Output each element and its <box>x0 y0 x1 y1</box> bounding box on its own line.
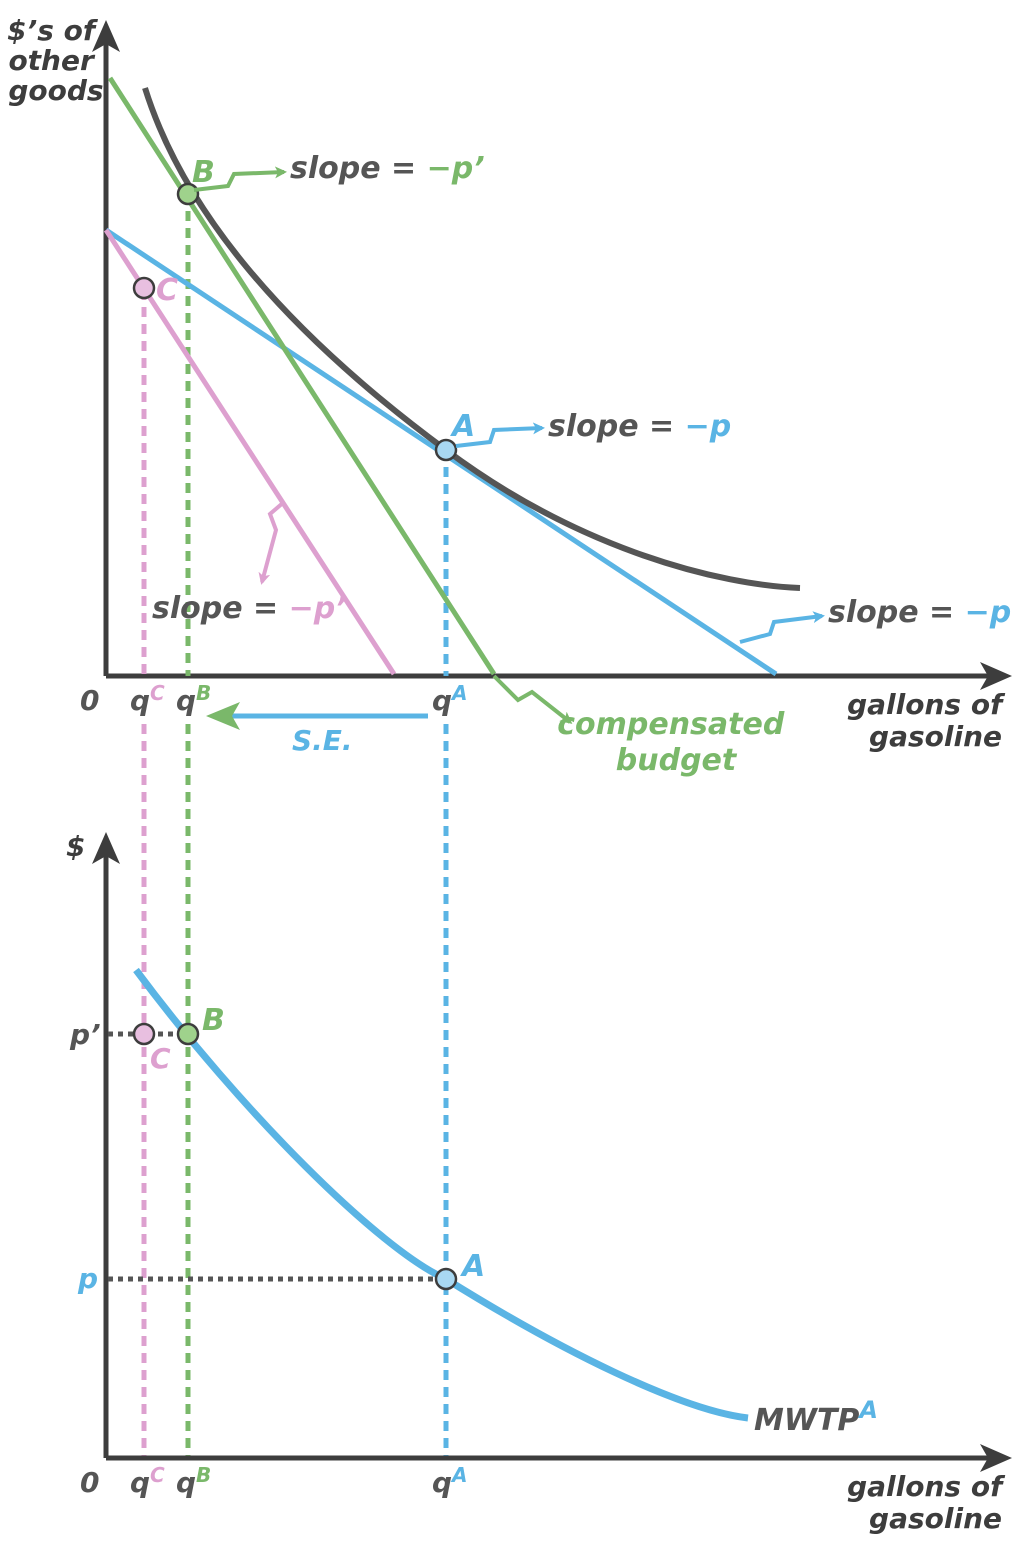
top-panel: B C A slope = −p’ slope = −p slope = −p’… <box>7 14 1012 778</box>
point-a-bottom <box>434 1267 458 1291</box>
slope-green-leader <box>193 166 287 192</box>
mwtp-label: MWTPA <box>754 1396 878 1438</box>
top-tick-qc-base: q <box>130 684 150 717</box>
top-y-label-line-2: other <box>8 44 96 77</box>
point-b-bottom <box>176 1022 200 1046</box>
compensated-budget-line-1: compensated <box>557 707 785 742</box>
slope-blue-right-value: −p <box>965 595 1012 630</box>
bottom-x-axis-arrowhead <box>980 1444 1012 1472</box>
mwtp-curve <box>133 967 749 1422</box>
point-b-top-label: B <box>192 155 215 190</box>
bottom-y-axis-arrowhead <box>92 832 120 864</box>
point-b-top <box>176 182 200 206</box>
top-tick-qa-sup: A <box>450 681 467 705</box>
top-x-label-line-2: gasoline <box>869 720 1002 753</box>
top-tick-qb: qB <box>176 681 211 717</box>
tick-p-prime: p’ <box>69 1018 101 1051</box>
slope-pink-value: −p’ <box>289 591 347 626</box>
top-origin-label: 0 <box>80 684 99 717</box>
bottom-tick-qa-sup: A <box>450 1463 467 1487</box>
bottom-tick-qc: qC <box>130 1463 165 1499</box>
point-c-top-label: C <box>156 273 178 308</box>
slope-pink-leader <box>258 500 286 585</box>
top-x-label-line-1: gallons of <box>847 688 1006 721</box>
top-tick-qc-sup: C <box>150 681 165 705</box>
compensated-budget-label: compensated budget <box>557 707 795 778</box>
point-c-bottom-label: C <box>150 1042 171 1075</box>
slope-blue-a-value: −p <box>685 409 732 444</box>
bottom-tick-qa-base: q <box>432 1466 452 1499</box>
top-tick-qc: qC <box>130 681 165 717</box>
bottom-panel: B C A p’ p $ gallons of gasoline 0 qC qB… <box>66 830 1012 1535</box>
bottom-y-axis-label: $ <box>66 830 85 863</box>
point-c-top <box>132 276 156 300</box>
top-y-axis-label: $’s of other goods <box>7 14 105 107</box>
bottom-tick-qa: qA <box>432 1463 468 1499</box>
bottom-tick-qb-sup: B <box>196 1463 211 1487</box>
bottom-tick-qc-base: q <box>130 1466 150 1499</box>
point-a-top-label: A <box>450 409 475 444</box>
compensated-budget-leader <box>492 674 573 724</box>
bottom-x-label-line-2: gasoline <box>869 1502 1002 1535</box>
slope-blue-right-prefix: slope = <box>828 595 965 630</box>
mwtp-label-sup: A <box>857 1396 878 1424</box>
pink-budget-line <box>103 228 397 676</box>
top-y-label-line-1: $’s of <box>7 14 99 47</box>
slope-pink-prefix: slope = <box>152 591 289 626</box>
compensated-budget-line-2: budget <box>616 743 738 778</box>
substitution-effect-label: S.E. <box>292 724 353 757</box>
point-b-bottom-label: B <box>202 1003 225 1038</box>
top-tick-qb-sup: B <box>196 681 211 705</box>
top-tick-qa: qA <box>432 681 468 717</box>
tick-p: p <box>77 1262 98 1295</box>
slope-green-annotation: slope = −p’ <box>290 151 485 186</box>
top-tick-qa-base: q <box>432 684 452 717</box>
compensated-budget-line <box>107 76 497 676</box>
slope-blue-a-prefix: slope = <box>548 409 685 444</box>
slope-green-value: −p’ <box>427 151 485 186</box>
bottom-tick-qb: qB <box>176 1463 211 1499</box>
slope-pink-annotation: slope = −p’ <box>152 591 347 626</box>
bottom-tick-qc-sup: C <box>150 1463 165 1487</box>
point-a-top <box>434 438 458 462</box>
slope-blue-right-annotation: slope = −p <box>828 595 1011 630</box>
point-a-bottom-label: A <box>460 1249 485 1284</box>
slope-blue-a-leader <box>455 422 545 448</box>
point-c-bottom <box>132 1022 156 1046</box>
bottom-x-label-line-1: gallons of <box>847 1470 1006 1503</box>
top-y-axis-arrowhead <box>92 20 120 52</box>
slope-green-prefix: slope = <box>290 151 427 186</box>
substitution-effect-arrowhead <box>206 702 240 730</box>
top-y-label-line-3: goods <box>8 74 103 107</box>
slope-blue-a-annotation: slope = −p <box>548 409 731 444</box>
mwtp-label-base: MWTP <box>754 1403 859 1438</box>
bottom-origin-label: 0 <box>80 1466 99 1499</box>
top-x-axis-label: gallons of gasoline <box>847 688 1012 753</box>
bottom-tick-qb-base: q <box>176 1466 196 1499</box>
slope-blue-right-leader <box>739 611 825 644</box>
top-tick-qb-base: q <box>176 684 196 717</box>
top-x-axis-arrowhead <box>980 662 1012 690</box>
bottom-x-axis-label: gallons of gasoline <box>847 1470 1012 1535</box>
